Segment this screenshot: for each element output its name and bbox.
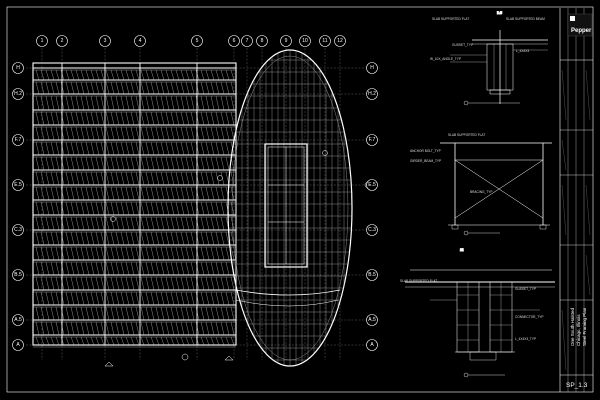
project-city: Chicago, Illinois (576, 314, 581, 346)
note-bot-4: L_4X4X3_TYP (515, 337, 536, 341)
sheet-title: Steel Framing Plan (582, 307, 587, 346)
grid-bubble-row-F.7-left: F.7 (12, 134, 24, 146)
grid-bubble-row-C.3-left: C.3 (12, 224, 24, 236)
braced-frame-detail (440, 142, 552, 236)
steel-framing-plan (26, 48, 380, 367)
note-top-5: W_10X_ANGLE_TYP (430, 57, 461, 61)
svg-text:B.5: B.5 (368, 272, 376, 278)
firm-name: Pepper (571, 28, 592, 34)
svg-text:A: A (370, 342, 374, 348)
note-mid-3: GIRDER_BEAM_TYP (410, 159, 441, 163)
svg-text:8: 8 (261, 38, 264, 44)
grid-bubble-row-H.2-right: H.2 (366, 88, 378, 100)
grid-bubble-row-B.5-left: B.5 (12, 269, 24, 281)
svg-text:1: 1 (41, 38, 44, 44)
sheet-number: SP_1.3 (566, 382, 588, 389)
svg-text:F.7: F.7 (369, 137, 376, 143)
grid-bubble-row-H-left: H (12, 62, 24, 74)
grid-bubble-row-E.5-right: E.5 (366, 179, 378, 191)
svg-text:B.5: B.5 (14, 272, 22, 278)
project-name: One South Halsted (570, 307, 575, 346)
grid-bubble-col-10: 10 (299, 35, 311, 47)
svg-text:10: 10 (302, 38, 308, 44)
connection-detail-top: D.5 (450, 11, 548, 106)
grid-bubble-col-11: 11 (319, 35, 331, 47)
grid-bubble-row-H.2-left: H.2 (12, 88, 24, 100)
grid-bubble-row-A-right: A (366, 339, 378, 351)
svg-text:3: 3 (104, 38, 107, 44)
note-mid-1: SLAB SUPPORTED FLAT (448, 133, 485, 137)
svg-text:2: 2 (61, 38, 64, 44)
svg-text:C.3: C.3 (14, 227, 22, 233)
grid-bubble-col-2: 2 (56, 35, 68, 47)
grid-bubble-col-1: 1 (36, 35, 48, 47)
section-detail-bottom: 12 (405, 248, 555, 378)
grid-bubble-row-E.5-left: E.5 (12, 179, 24, 191)
svg-text:A.5: A.5 (368, 317, 376, 323)
title-block: Pepper One South Halsted Chicago, Illino… (559, 8, 593, 392)
svg-text:7: 7 (246, 38, 249, 44)
row-grid-bubbles: H H H.2 H.2F.7 F.7E.5 E.5C.3 C.3B.5 B.5A.5 A.5A A (12, 62, 378, 351)
svg-text:H.2: H.2 (14, 91, 22, 97)
svg-text:12: 12 (337, 38, 343, 44)
note-mid-2: ANCHOR BOLT_TYP (410, 149, 441, 153)
svg-text:11: 11 (322, 38, 327, 44)
svg-text:H.2: H.2 (368, 91, 376, 97)
note-bot-2: CONNECTOR_TYP (515, 315, 543, 319)
svg-text:5: 5 (196, 38, 199, 44)
svg-text:F.7: F.7 (15, 137, 22, 143)
grid-bubble-col-6: 6 (228, 35, 240, 47)
svg-text:6: 6 (233, 38, 236, 44)
grid-bubble-row-A.5-left: A.5 (12, 314, 24, 326)
grid-bubble-col-8: 8 (256, 35, 268, 47)
sheet-border (6, 6, 594, 393)
svg-text:H: H (370, 65, 374, 71)
grid-bubble-row-A-left: A (12, 339, 24, 351)
grid-bubble-row-C.3-right: C.3 (366, 224, 378, 236)
svg-text:A.5: A.5 (14, 317, 22, 323)
grid-bubble-col-7: 7 (241, 35, 253, 47)
grid-bubble-row-B.5-right: B.5 (366, 269, 378, 281)
grid-bubble-col-5: 5 (191, 35, 203, 47)
grid-bubble-col-9: 9 (280, 35, 292, 47)
grid-bubble-col-3: 3 (99, 35, 111, 47)
note-top-2: SLAB SUPPORTED BEAM (506, 17, 545, 21)
note-top-1: SLAB SUPPORTED FLAT (432, 17, 469, 21)
detail-top-label: D.5 (497, 11, 502, 15)
grid-bubble-row-H-right: H (366, 62, 378, 74)
svg-text:A: A (16, 342, 20, 348)
svg-text:H: H (16, 65, 20, 71)
svg-text:E.5: E.5 (368, 182, 376, 188)
svg-text:4: 4 (139, 38, 142, 44)
note-bot-1: SLAB SUPPORTED FLAT (400, 279, 437, 283)
svg-text:C.3: C.3 (368, 227, 376, 233)
note-top-3: GUSSET_TYP (452, 43, 473, 47)
note-mid-4: BRACING_TYP (470, 190, 493, 194)
detail-mid-label: 12 (460, 248, 464, 252)
grid-bubble-col-4: 4 (134, 35, 146, 47)
svg-text:E.5: E.5 (14, 182, 22, 188)
svg-text:9: 9 (285, 38, 288, 44)
grid-bubble-row-F.7-right: F.7 (366, 134, 378, 146)
grid-bubble-row-A.5-right: A.5 (366, 314, 378, 326)
grid-bubble-col-12: 12 (334, 35, 346, 47)
note-top-4: L_4X4X3 (516, 49, 529, 53)
note-bot-3: GUSSET_TYP (515, 287, 536, 291)
